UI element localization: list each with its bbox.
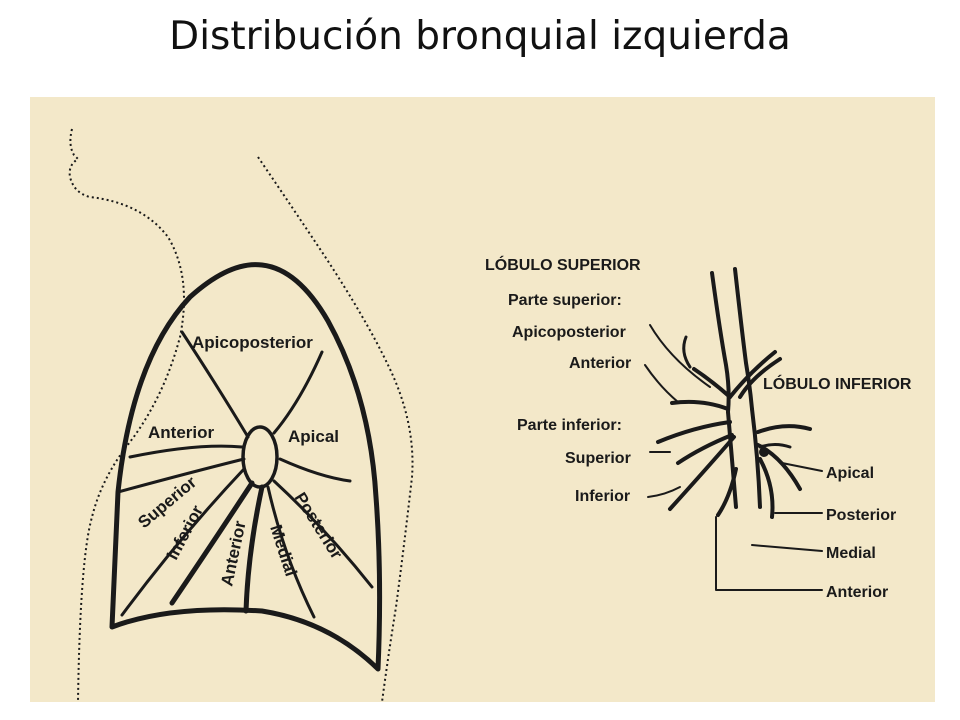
leader-line	[751, 544, 823, 552]
segment-line	[169, 480, 255, 606]
segment-line	[272, 350, 324, 435]
lower-lobe-branch	[756, 424, 812, 434]
upper-lobe-branch	[668, 435, 736, 511]
upper-lobe-branch	[738, 357, 782, 399]
lower-lobe-branch	[758, 457, 775, 519]
label-apicoposterior: Apicoposterior	[512, 324, 626, 341]
segment-label-apical: Apical	[288, 427, 339, 446]
bronchial-tree: LÓBULO SUPERIOR Parte superior: Apicopos…	[485, 255, 912, 601]
leader-line	[647, 486, 681, 498]
upper-lobe-branch	[670, 399, 730, 411]
label-medial: Medial	[826, 545, 876, 562]
body-outline	[68, 128, 414, 702]
lower-lobe-branch	[716, 467, 738, 517]
lower-lobe-branch	[758, 443, 792, 449]
label-anterior-lower: Anterior	[826, 584, 888, 601]
upper-lobe-branch	[692, 367, 732, 399]
label-posterior: Posterior	[826, 507, 896, 524]
leader-line	[781, 462, 823, 472]
segment-line	[272, 479, 374, 589]
segment-line	[116, 457, 246, 494]
leader-line	[649, 324, 711, 388]
segment-line	[120, 467, 246, 617]
segment-label-anterior-upper: Anterior	[148, 423, 215, 442]
segment-label-apicoposterior: Apicoposterior	[192, 333, 313, 352]
segment-line	[278, 457, 352, 483]
diagram-svg: Apicoposterior Anterior Apical Superior …	[30, 97, 935, 702]
label-upper-lobe: LÓBULO SUPERIOR	[485, 255, 641, 274]
label-lower-lobe: LÓBULO INFERIOR	[763, 374, 912, 393]
upper-lobe-branch	[656, 420, 732, 444]
label-upper-part: Parte superior:	[508, 292, 622, 309]
segment-line	[128, 444, 244, 459]
label-lower-part: Parte inferior:	[517, 417, 622, 434]
back-outline	[257, 156, 414, 702]
main-bronchus	[750, 407, 762, 509]
label-anterior: Anterior	[569, 355, 631, 372]
main-bronchus	[733, 267, 754, 411]
diagram-panel: Apicoposterior Anterior Apical Superior …	[30, 97, 935, 702]
label-superior: Superior	[565, 450, 631, 467]
upper-lobe-branch	[676, 433, 734, 465]
slide-title: Distribución bronquial izquierda	[169, 14, 791, 59]
upper-lobe-branch	[682, 335, 692, 369]
label-apical: Apical	[826, 465, 874, 482]
lung-outline	[109, 262, 383, 672]
label-inferior: Inferior	[575, 488, 630, 505]
leader-line	[644, 364, 679, 403]
segment-line	[243, 484, 265, 614]
lower-lobe-node	[759, 447, 769, 457]
segment-line	[180, 330, 250, 439]
upper-lobe-branch	[728, 350, 777, 399]
leader-line	[715, 516, 823, 591]
segment-line	[266, 485, 316, 619]
diagram-background	[30, 97, 935, 702]
